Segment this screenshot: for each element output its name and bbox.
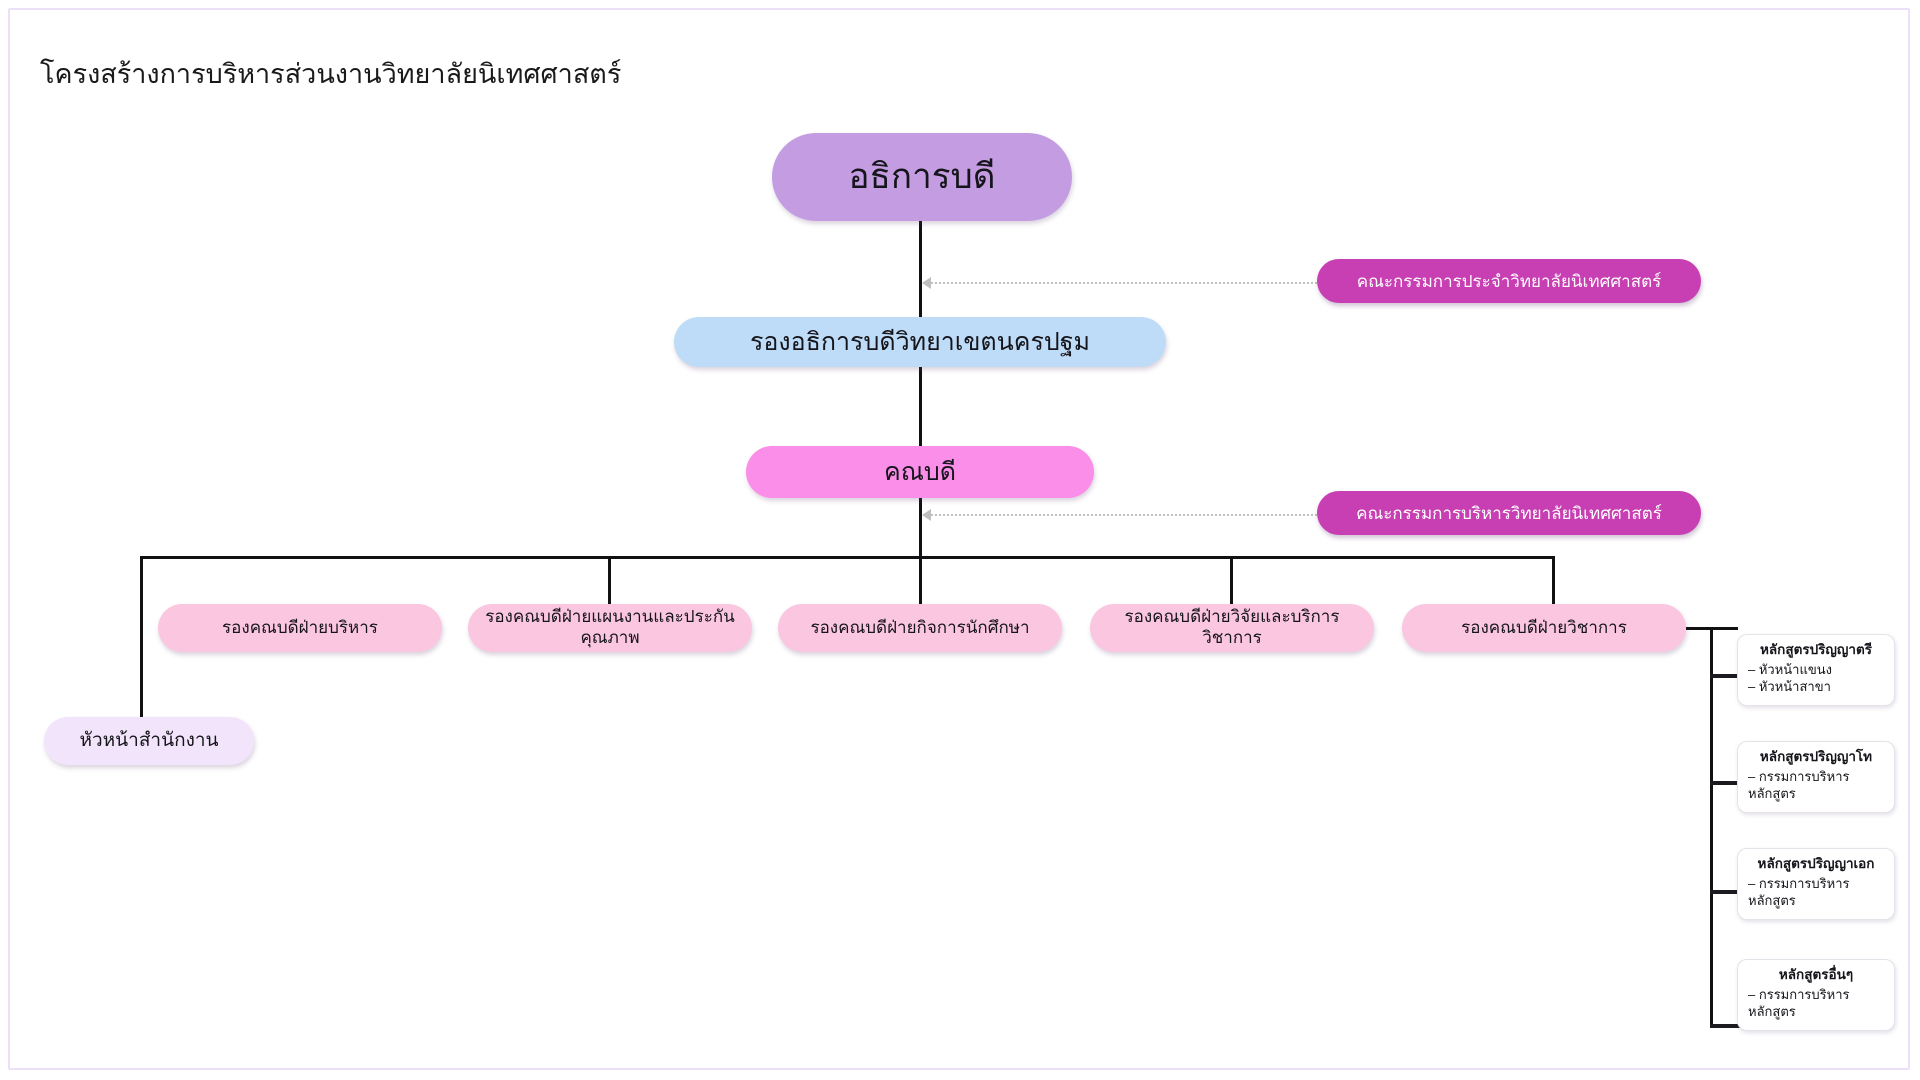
connector-drop-vice-dean-5 bbox=[1552, 556, 1555, 604]
connector-stub-program-4 bbox=[1710, 1024, 1740, 1028]
card-program-master[interactable]: หลักสูตรปริญญาโท – กรรมการบริหาร หลักสูต… bbox=[1737, 741, 1895, 813]
card-program-doctoral-item-2: หลักสูตร bbox=[1748, 893, 1796, 909]
node-vice-dean-administration[interactable]: รองคณบดีฝ่ายบริหาร bbox=[158, 604, 442, 652]
node-committee-academic-council[interactable]: คณะกรรมการประจำวิทยาลัยนิเทศศาสตร์ bbox=[1317, 259, 1701, 303]
card-program-doctoral-title: หลักสูตรปริญญาเอก bbox=[1757, 856, 1875, 871]
arrow-head-icon-academic-council bbox=[922, 277, 931, 289]
node-vice-dean-research-academic-service[interactable]: รองคณบดีฝ่ายวิจัยและบริการวิชาการ bbox=[1090, 604, 1374, 652]
connector-stub-program-3 bbox=[1710, 890, 1740, 894]
dotted-connector-academic-council bbox=[931, 282, 1317, 284]
node-vice-dean-academic[interactable]: รองคณบดีฝ่ายวิชาการ bbox=[1402, 604, 1686, 652]
connector-drop-vice-dean-2 bbox=[608, 556, 611, 604]
card-program-doctoral-item-1: – กรรมการบริหาร bbox=[1748, 876, 1850, 892]
card-program-master-item-1: – กรรมการบริหาร bbox=[1748, 769, 1850, 785]
card-program-other[interactable]: หลักสูตรอื่นๆ – กรรมการบริหาร หลักสูตร bbox=[1737, 959, 1895, 1031]
card-program-other-item-1: – กรรมการบริหาร bbox=[1748, 987, 1850, 1003]
node-office-head[interactable]: หัวหน้าสำนักงาน bbox=[44, 717, 254, 765]
chart-page: โครงสร้างการบริหารส่วนงานวิทยาลัยนิเทศศา… bbox=[8, 8, 1910, 1070]
connector-branch-bar bbox=[140, 556, 1555, 559]
card-program-doctoral[interactable]: หลักสูตรปริญญาเอก – กรรมการบริหาร หลักสู… bbox=[1737, 848, 1895, 920]
node-vice-dean-planning-qa[interactable]: รองคณบดีฝ่ายแผนงานและประกันคุณภาพ bbox=[468, 604, 752, 652]
node-vice-president-campus[interactable]: รองอธิการบดีวิทยาเขตนครปฐม bbox=[674, 317, 1166, 367]
card-program-master-title: หลักสูตรปริญญาโท bbox=[1759, 749, 1873, 764]
connector-stub-program-2 bbox=[1710, 781, 1740, 785]
connector-program-trunk bbox=[1710, 627, 1713, 1027]
dotted-connector-executive-board bbox=[931, 514, 1317, 516]
node-president[interactable]: อธิการบดี bbox=[772, 133, 1072, 221]
connector-drop-vice-dean-3 bbox=[919, 556, 922, 604]
card-program-master-item-2: หลักสูตร bbox=[1748, 786, 1796, 802]
card-program-bachelor-title: หลักสูตรปริญญาตรี bbox=[1759, 642, 1873, 657]
org-chart-canvas: โครงสร้างการบริหารส่วนงานวิทยาลัยนิเทศศา… bbox=[10, 10, 1908, 1068]
connector-dean-to-branch-bar bbox=[919, 498, 922, 558]
card-program-bachelor[interactable]: หลักสูตรปริญญาตรี – หัวหน้าแขนง – หัวหน้… bbox=[1737, 634, 1895, 706]
card-program-bachelor-item-1: – หัวหน้าแขนง bbox=[1748, 662, 1832, 678]
card-program-other-title: หลักสูตรอื่นๆ bbox=[1778, 967, 1854, 982]
page-title: โครงสร้างการบริหารส่วนงานวิทยาลัยนิเทศศา… bbox=[40, 59, 622, 89]
connector-stub-program-1 bbox=[1710, 674, 1740, 678]
node-dean[interactable]: คณบดี bbox=[746, 446, 1094, 498]
arrow-head-icon-executive-board bbox=[922, 509, 931, 521]
connector-drop-office-head bbox=[140, 556, 143, 737]
node-vice-dean-student-affairs[interactable]: รองคณบดีฝ่ายกิจการนักศึกษา bbox=[778, 604, 1062, 652]
card-program-other-item-2: หลักสูตร bbox=[1748, 1004, 1796, 1020]
connector-vice-president-to-dean bbox=[919, 367, 922, 446]
card-program-bachelor-item-2: – หัวหน้าสาขา bbox=[1748, 679, 1831, 695]
node-committee-executive-board[interactable]: คณะกรรมการบริหารวิทยาลัยนิเทศศาสตร์ bbox=[1317, 491, 1701, 535]
connector-president-to-vice-president bbox=[919, 221, 922, 317]
connector-drop-vice-dean-4 bbox=[1230, 556, 1233, 604]
